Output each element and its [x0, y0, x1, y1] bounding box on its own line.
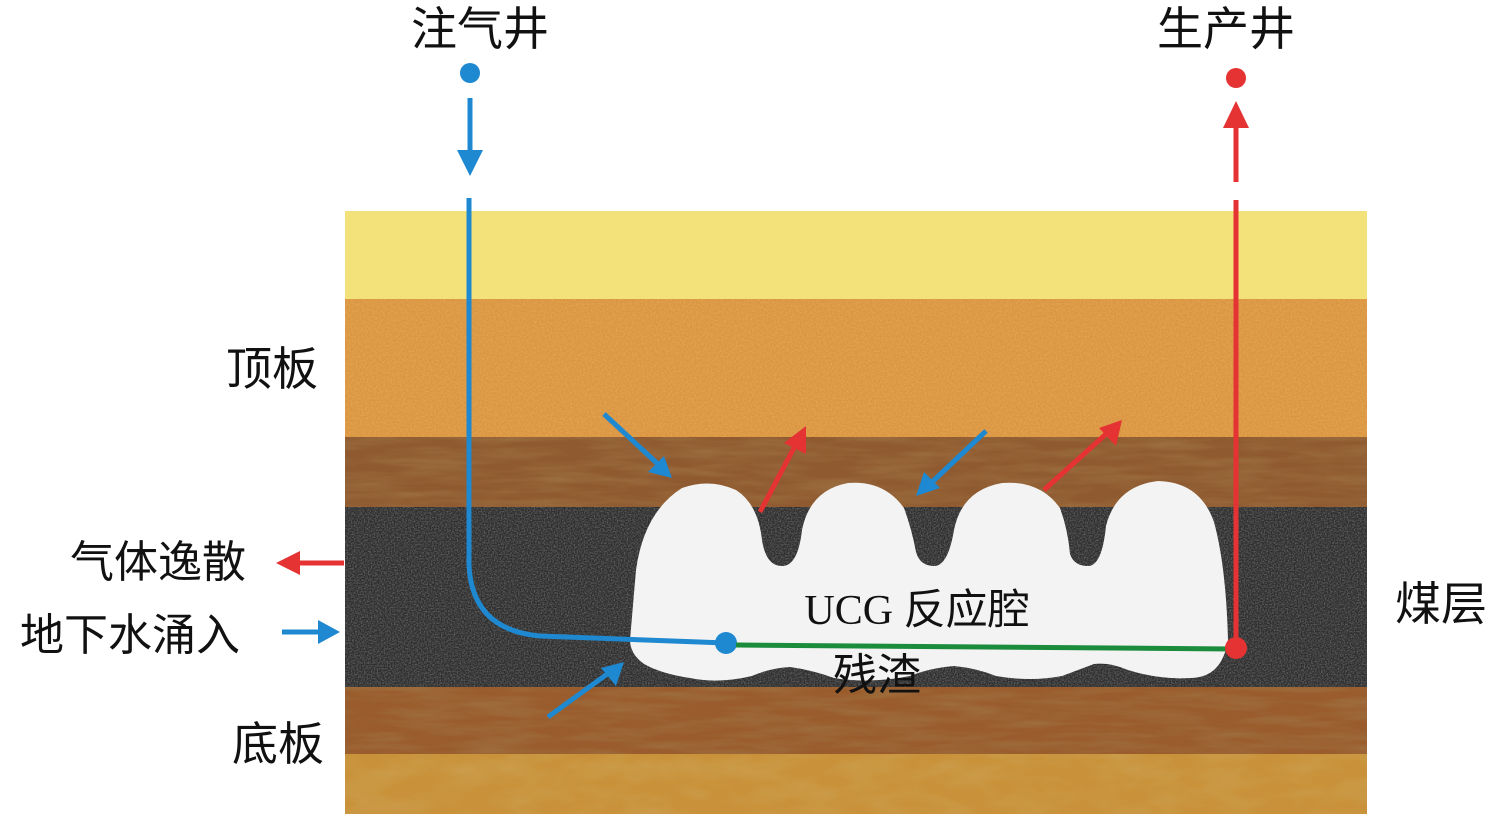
roof-rock-texture — [345, 299, 1367, 437]
top-sand-layer — [345, 211, 1367, 299]
production-arrow-head — [1223, 101, 1249, 128]
ucg-reaction-cavity — [630, 481, 1228, 681]
injection-point-dot — [715, 632, 737, 654]
production-point-dot — [1225, 637, 1247, 659]
lower-shale-texture — [345, 687, 1367, 754]
red-outward-arrow-icon — [757, 426, 806, 514]
groundwater-inflow-label: 地下水涌入 — [20, 610, 240, 661]
coal-seam-label: 煤层 — [1395, 577, 1487, 631]
injection-well-label: 注气井 — [411, 2, 549, 56]
outward-arrows — [276, 420, 1122, 575]
blue-inward-arrow-icon — [602, 412, 672, 478]
production-well — [1223, 68, 1249, 659]
production-well-label: 生产井 — [1157, 2, 1295, 56]
injection-wellhead-dot — [460, 63, 480, 83]
inward-arrows — [282, 412, 988, 720]
production-wellhead-dot — [1226, 68, 1246, 88]
gas-escape-label: 气体逸散 — [70, 537, 246, 588]
roof-label: 顶板 — [226, 342, 318, 396]
blue-inward-arrow-icon — [546, 662, 624, 720]
injection-arrow-head — [457, 150, 483, 176]
residue-line — [735, 642, 1233, 652]
residue-label: 残渣 — [833, 650, 921, 701]
blue-inward-arrow-icon — [916, 429, 988, 496]
injection-pipe — [466, 198, 727, 646]
labels: 注气井 生产井 顶板 底板 煤层 气体逸散 地下水涌入 UCG 反应腔 残渣 — [20, 2, 1487, 771]
gas-escape-arrow-icon — [276, 551, 344, 575]
floor-label: 底板 — [232, 717, 324, 771]
groundwater-inflow-arrow-icon — [282, 620, 340, 644]
red-outward-arrow-icon — [1042, 420, 1122, 492]
reaction-cavity-label: UCG 反应腔 — [804, 587, 1029, 634]
injection-well — [457, 63, 737, 654]
bottom-layer-texture — [345, 754, 1367, 814]
